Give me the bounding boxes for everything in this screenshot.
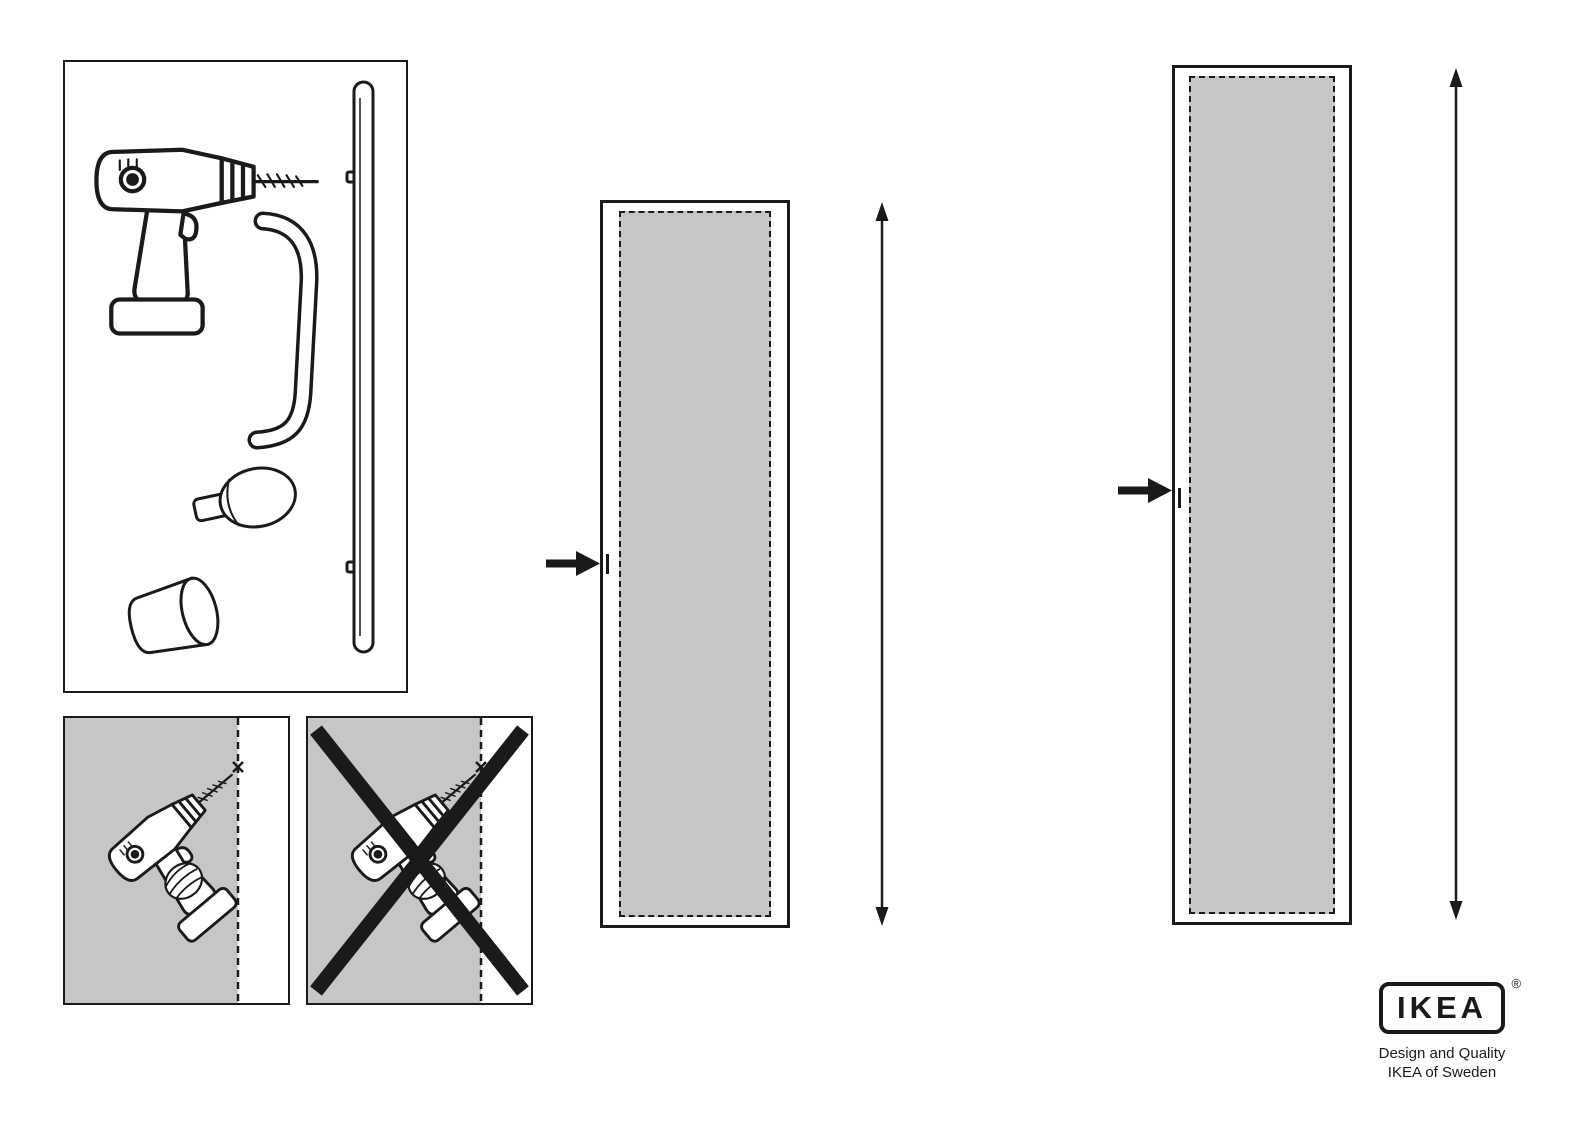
ikea-logo: IKEA ® bbox=[1378, 976, 1521, 1034]
hand-icon bbox=[164, 862, 204, 900]
door-handle-icon bbox=[247, 211, 319, 450]
position-arrow-icon bbox=[1118, 478, 1172, 503]
drilling-incorrect-panel bbox=[306, 716, 533, 1005]
prohibition-cross-icon bbox=[310, 725, 529, 996]
door-edge-area bbox=[238, 718, 288, 1003]
door-panel-medium bbox=[600, 200, 790, 928]
height-measure-arrow-icon bbox=[875, 202, 889, 926]
door-template-area-medium bbox=[619, 211, 771, 917]
parts-overview-box bbox=[63, 60, 408, 693]
tagline-line-1: Design and Quality bbox=[1378, 1045, 1506, 1062]
height-measure-arrow-icon bbox=[1449, 68, 1463, 920]
door-template-area-tall bbox=[1189, 76, 1335, 914]
cylinder-knob-icon bbox=[127, 576, 220, 655]
drill-point-x-icon bbox=[232, 761, 244, 773]
position-arrow-icon bbox=[546, 551, 600, 576]
tagline: Design and Quality IKEA of Sweden bbox=[1368, 1044, 1516, 1082]
center-mark-tick bbox=[606, 554, 609, 574]
tagline-line-2: IKEA of Sweden bbox=[1387, 1064, 1497, 1081]
bar-handle-icon bbox=[345, 80, 375, 654]
center-mark-tick bbox=[1178, 488, 1181, 508]
drilling-correct-diagram bbox=[65, 718, 288, 1003]
ikea-logo-text: IKEA bbox=[1396, 990, 1488, 1025]
door-panel-tall bbox=[1172, 65, 1352, 925]
drilling-incorrect-diagram bbox=[308, 718, 531, 1003]
round-knob-icon bbox=[192, 466, 297, 529]
registered-trademark-symbol: ® bbox=[1511, 976, 1522, 991]
ikea-logo-block: IKEA ® Design and Quality IKEA of Sweden bbox=[1368, 976, 1521, 1082]
cordless-drill-icon bbox=[101, 756, 288, 952]
drilling-correct-panel bbox=[63, 716, 290, 1005]
